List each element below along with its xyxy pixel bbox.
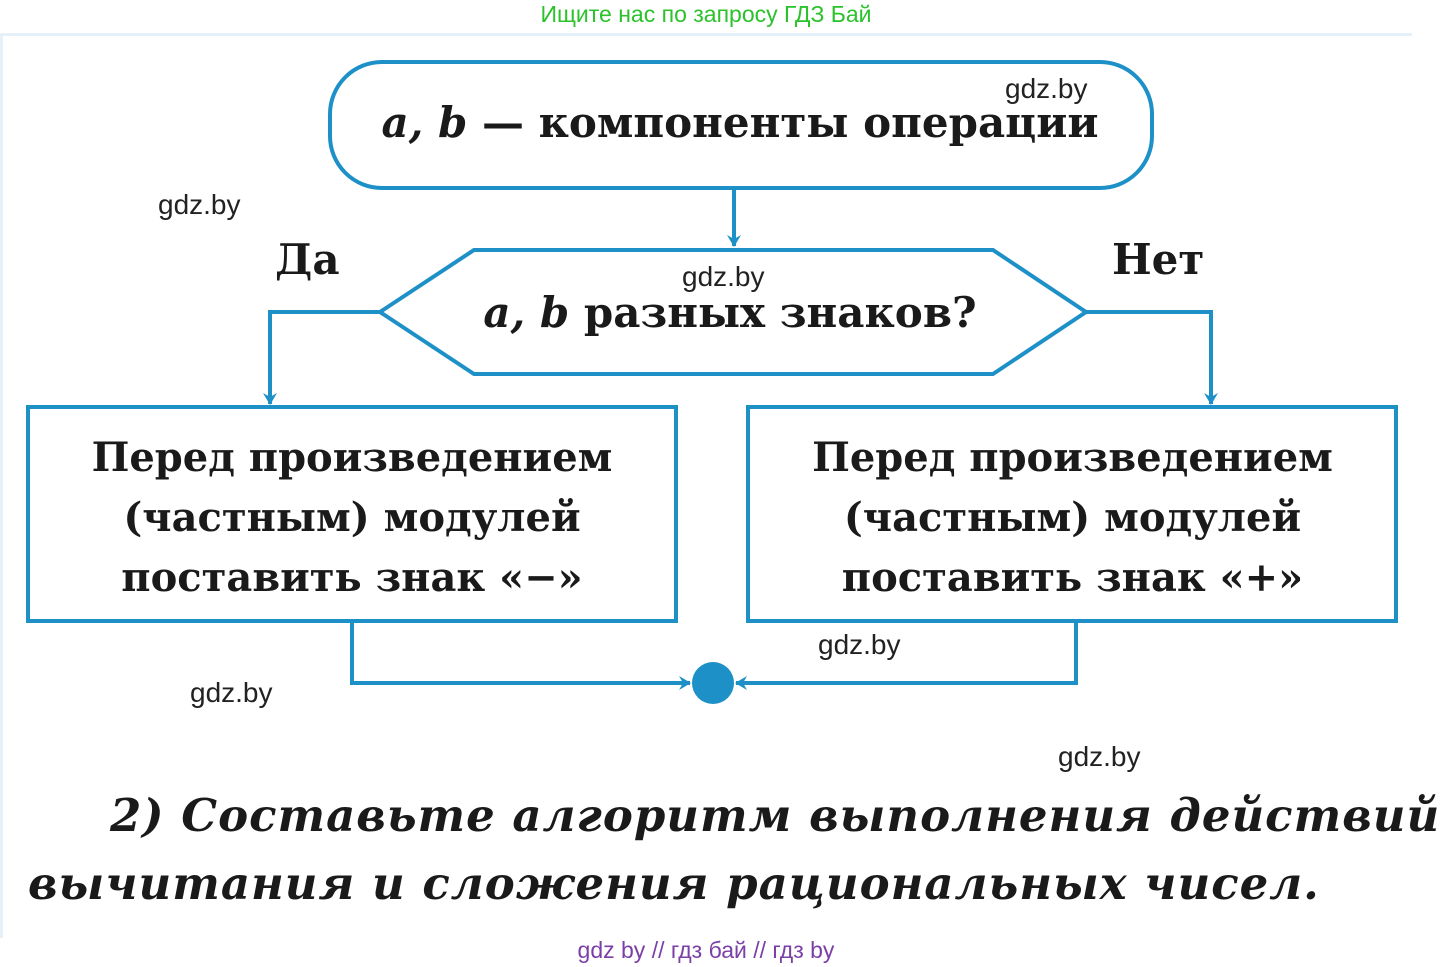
merge-point [692, 662, 734, 704]
yes-label: Да [275, 235, 340, 284]
watermark: gdz.by [818, 629, 901, 660]
right-box-line: (частным) модулей [843, 494, 1302, 541]
start-label: — компоненты операции [467, 98, 1099, 147]
arrow-no-branch [1086, 310, 1218, 405]
left-box-text: Перед произведением (частным) модулей по… [28, 428, 676, 608]
top-banner: Ищите нас по запросу ГДЗ Бай [540, 1, 872, 27]
watermark: gdz.by [1058, 741, 1141, 772]
start-vars: a, b [381, 98, 468, 147]
task-line: 2) Составьте алгоритм выполнения действи… [110, 789, 1440, 842]
left-box-line: поставить знак «−» [121, 554, 583, 601]
right-box-text: Перед произведением (частным) модулей по… [750, 428, 1395, 608]
watermark: gdz.by [190, 677, 273, 708]
arrow-left-merge [350, 621, 691, 690]
watermark: gdz.by [158, 189, 241, 220]
task-line: вычитания и сложения рациональных чисел. [28, 857, 1320, 910]
condition-text: a, b разных знаков? [380, 285, 1080, 341]
condition-vars: a, b [483, 288, 570, 337]
task-statement: 2) Составьте алгоритм выполнения действи… [28, 782, 1440, 918]
right-action-box [746, 405, 1398, 623]
footer-links: gdz by // гдз бай // гдз by [577, 937, 835, 963]
frame-top-border [0, 33, 1412, 36]
start-node [328, 60, 1154, 190]
right-box-line: Перед произведением [812, 434, 1333, 481]
no-label: Нет [1112, 235, 1205, 284]
condition-label: разных знаков? [569, 288, 977, 337]
left-box-line: Перед произведением [91, 434, 613, 481]
frame-left-border [0, 33, 3, 938]
watermark: gdz.by [1005, 73, 1088, 104]
arrow-yes-branch [263, 310, 380, 405]
watermark: gdz.by [682, 261, 765, 292]
start-node-text: a, b — компоненты операции [330, 95, 1150, 151]
right-box-line: поставить знак «+» [841, 554, 1304, 601]
arrow-right-merge [735, 621, 1078, 690]
left-box-line: (частным) модулей [123, 494, 581, 541]
